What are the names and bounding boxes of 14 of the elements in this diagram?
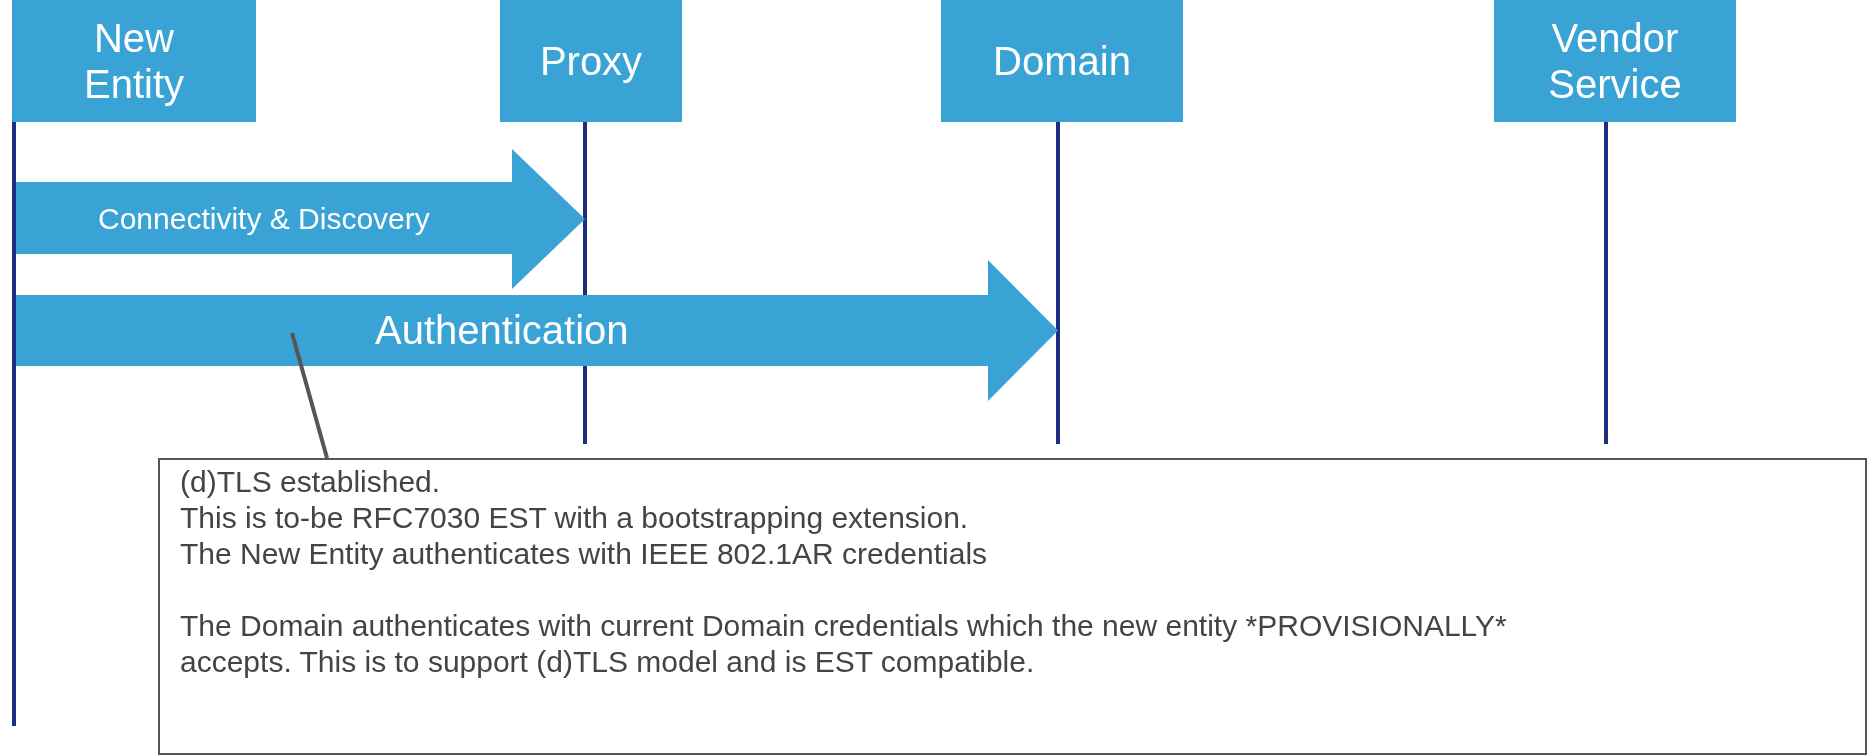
arrow-label: Connectivity & Discovery bbox=[98, 202, 430, 236]
block-arrow bbox=[16, 149, 585, 289]
participant-box: Vendor Service bbox=[1494, 0, 1736, 122]
block-arrow bbox=[16, 260, 1058, 401]
leader-line bbox=[290, 332, 329, 459]
arrow-label: Authentication bbox=[375, 308, 629, 353]
note-text: This is to-be RFC7030 EST with a bootstrapping extension. bbox=[180, 500, 970, 536]
note-text: The New Entity authenticates with IEEE 802.1AR credentials bbox=[180, 536, 989, 572]
note-box bbox=[158, 458, 1867, 755]
note-text: The Domain authenticates with current Domain credentials which the new entity *PROVISIONALLY* accepts. This is to support (d)TLS model and is EST compatible. bbox=[180, 608, 1508, 680]
note-text: (d)TLS established. bbox=[180, 464, 442, 500]
participant-box: New Entity bbox=[12, 0, 256, 122]
participant-box: Proxy bbox=[500, 0, 682, 122]
participant-box: Domain bbox=[941, 0, 1183, 122]
